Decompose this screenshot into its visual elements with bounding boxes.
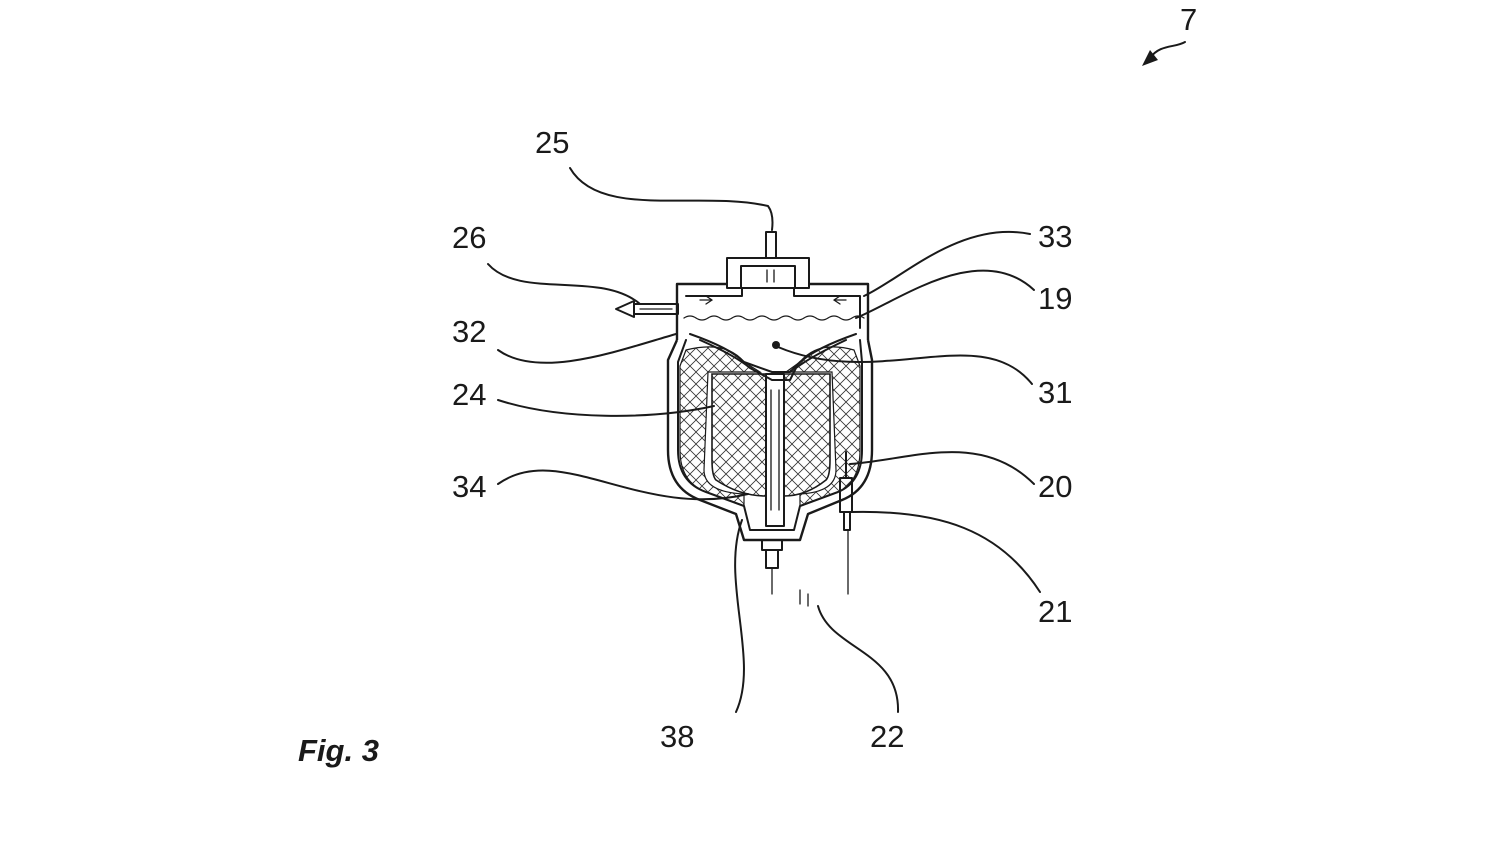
label-33: 33: [1038, 219, 1072, 254]
filter-apparatus: [615, 231, 874, 607]
leader-33: [863, 231, 1031, 297]
label-38: 38: [660, 719, 694, 754]
leader-32: [497, 333, 677, 364]
leader-24: [497, 399, 715, 417]
label-34: 34: [452, 469, 486, 504]
funnel-lower: [699, 339, 847, 381]
funnel-upper: [689, 333, 857, 373]
leader-38: [734, 519, 745, 713]
label-21: 21: [1038, 594, 1072, 629]
label-24: 24: [452, 377, 486, 412]
leader-20: [849, 451, 1035, 485]
leader-34: [497, 469, 749, 501]
assembly-ref-arrowhead: [1142, 50, 1158, 66]
label-22: 22: [870, 719, 904, 754]
label-26: 26: [452, 220, 486, 255]
label-32: 32: [452, 314, 486, 349]
lid-inner: [685, 287, 861, 329]
outer-filter-media-left: [679, 346, 763, 507]
label-31: 31: [1038, 375, 1072, 410]
leader-25: [569, 167, 774, 231]
central-tube: [765, 373, 785, 527]
leader-26: [487, 263, 641, 305]
inner-filter-left: [711, 373, 767, 497]
flow-arrow-left: [699, 295, 714, 305]
leader-19: [855, 269, 1035, 319]
label-19: 19: [1038, 281, 1072, 316]
label-20: 20: [1038, 469, 1072, 504]
bottom-outlet: [761, 539, 783, 595]
leader-22: [817, 605, 900, 713]
leader-21: [851, 510, 1041, 593]
leader-lines: [487, 167, 1041, 713]
leader-31: [777, 346, 1033, 385]
assembly-ref-arrow-line: [1149, 41, 1186, 59]
figure-caption: Fig. 3: [298, 733, 379, 768]
liquid-level: [683, 315, 865, 321]
lid: [675, 282, 870, 340]
side-fitting: [839, 451, 853, 595]
side-outlet: [615, 300, 679, 318]
label-25: 25: [535, 125, 569, 160]
top-nozzle: [726, 231, 810, 289]
assembly-ref-label: 7: [1180, 2, 1197, 37]
flow-arrow-right: [832, 295, 847, 305]
inner-filter-right: [783, 373, 831, 497]
